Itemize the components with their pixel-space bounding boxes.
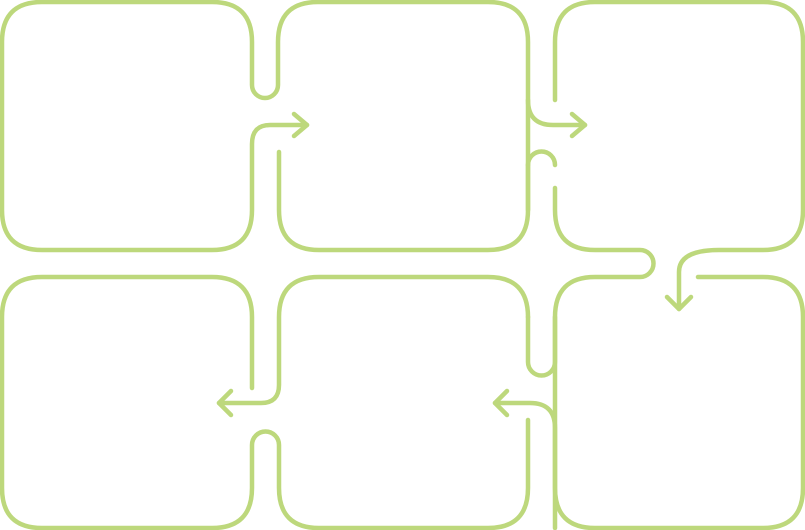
step-3-panel — [552, 0, 805, 312]
connector-step-4-to-5 — [525, 149, 558, 168]
step-5-panel — [0, 274, 531, 530]
arrow-step-1-to-2-icon — [291, 111, 310, 139]
arrow-step-3-to-4-icon — [664, 294, 694, 312]
step-2-loop — [525, 314, 558, 378]
connector-step-5-to-6 — [216, 274, 531, 406]
arrow-step-2-to-3-icon — [569, 111, 588, 139]
connector-step-4-to-5-line — [492, 400, 558, 530]
step-4-panel — [552, 185, 805, 530]
arrow-step-5-to-6-icon — [216, 388, 234, 418]
step-1-panel — [0, 0, 531, 253]
step-2-panel — [525, 97, 588, 128]
